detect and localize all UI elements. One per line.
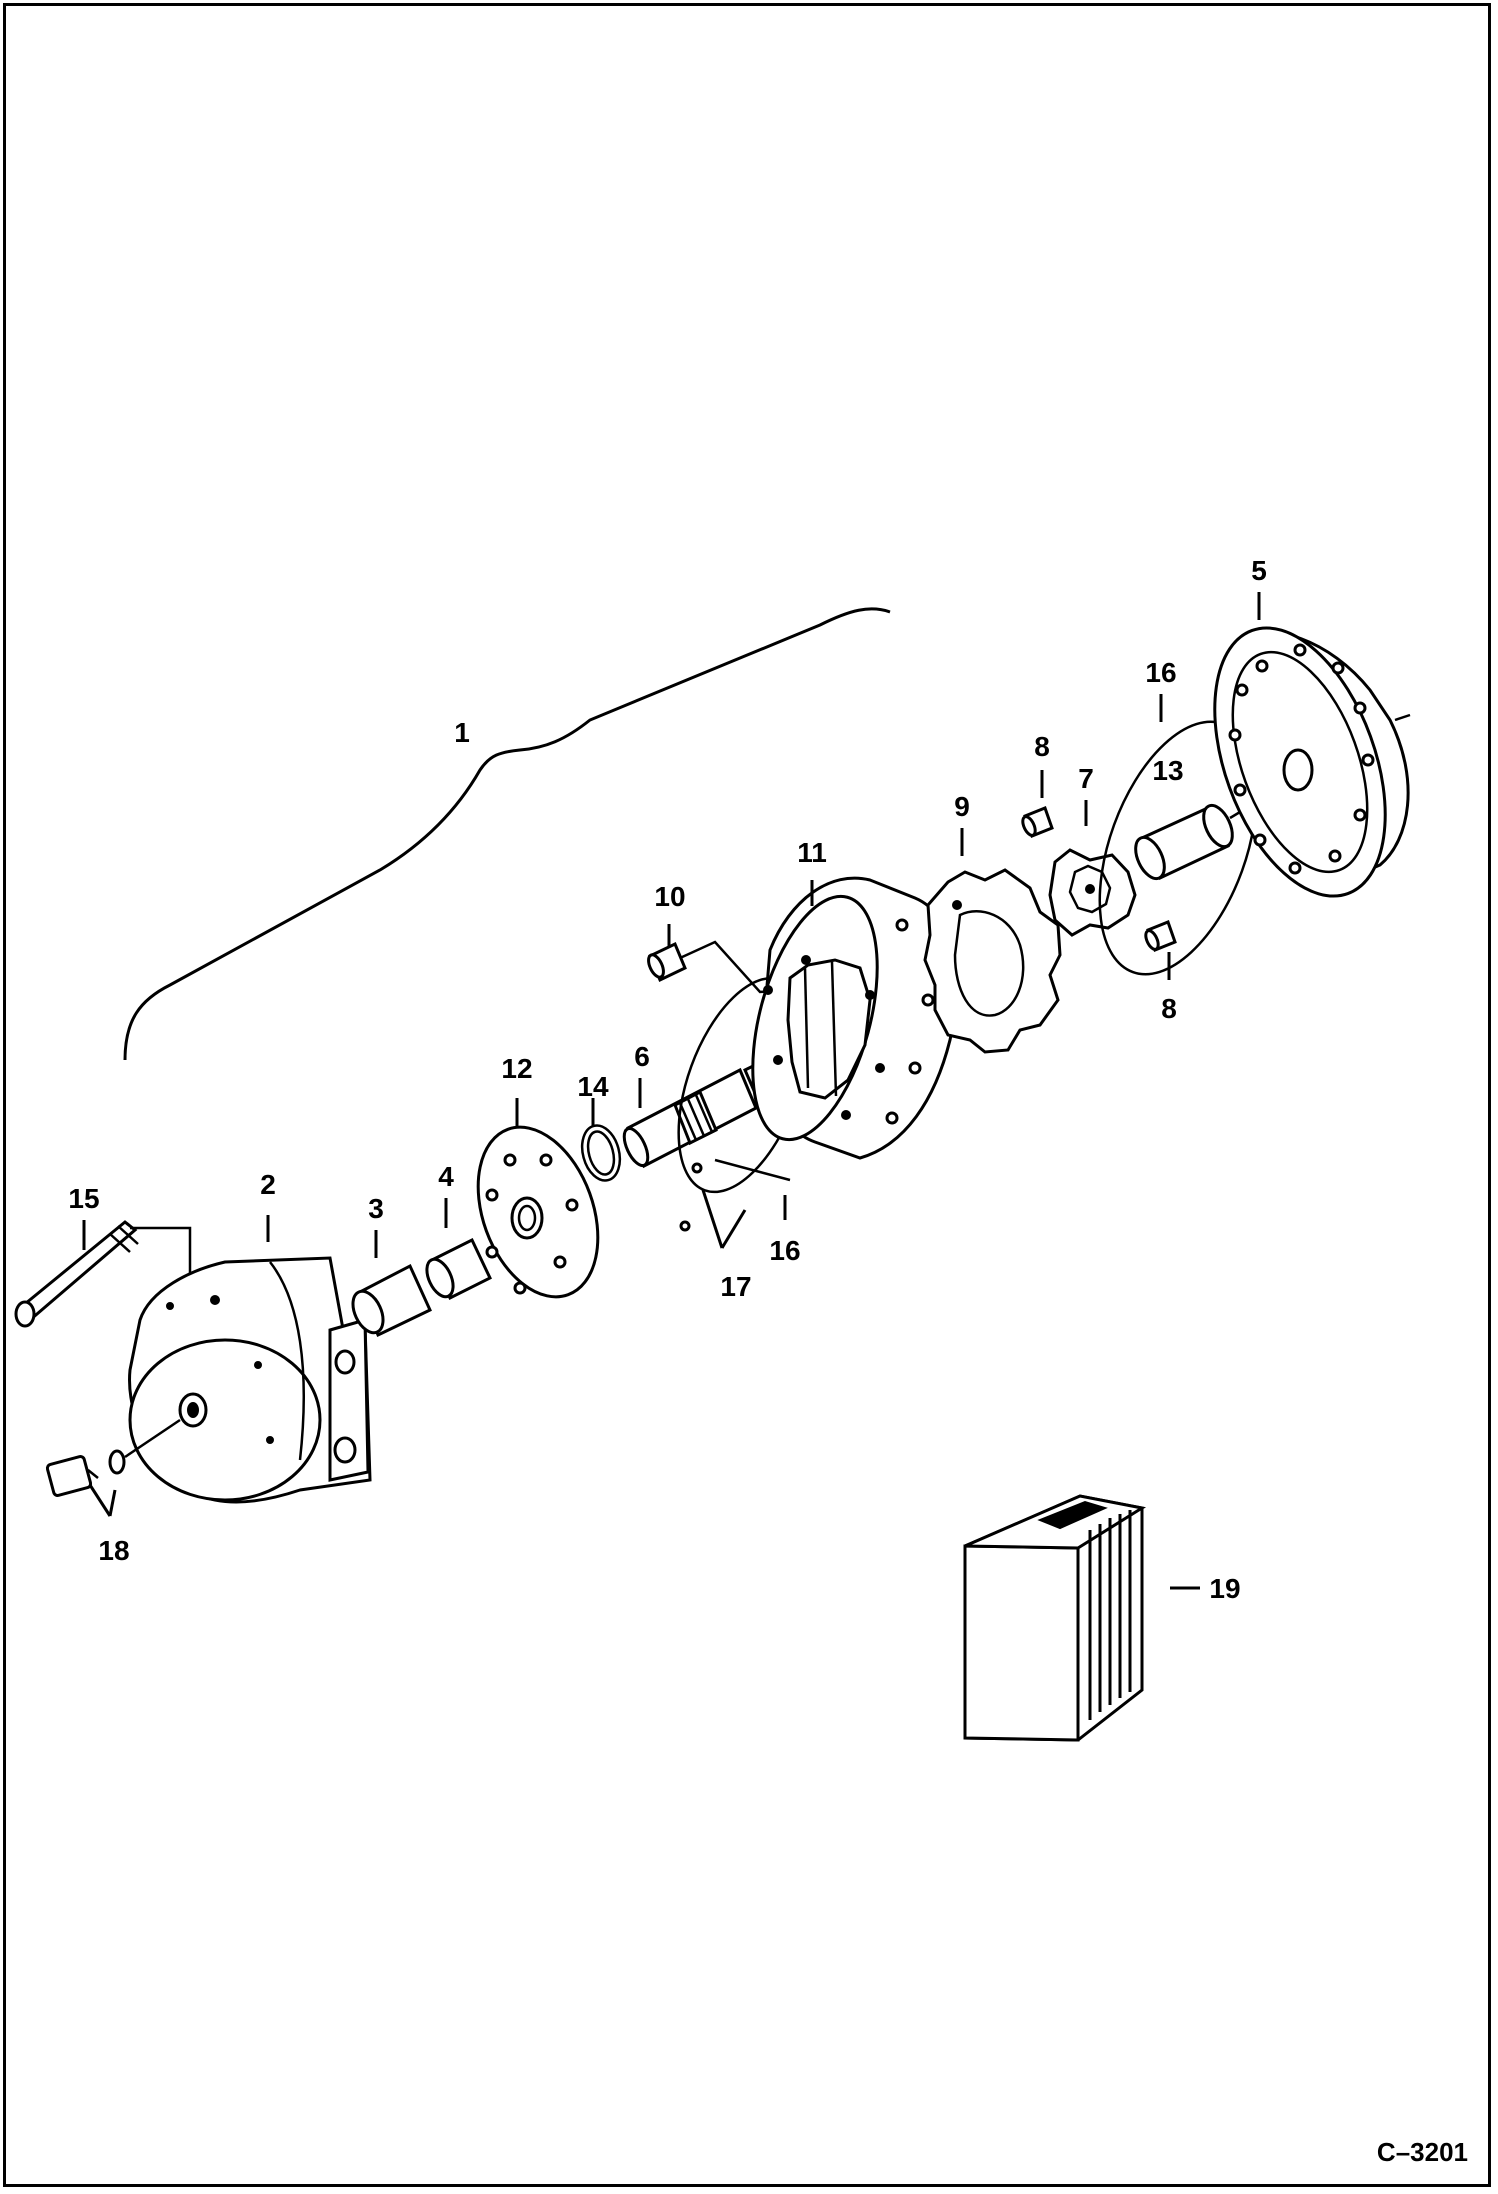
- callout-12: 12: [501, 1053, 532, 1084]
- gerotor-star: [923, 868, 1062, 1054]
- callout-1: 1: [454, 717, 470, 748]
- pin-8-upper: [1021, 806, 1054, 838]
- callout-5: 5: [1251, 555, 1267, 586]
- callout-16-upper: 16: [1145, 657, 1176, 688]
- leader-lines: [82, 592, 1261, 1590]
- callout-8-lower: 8: [1161, 993, 1177, 1024]
- plug-and-oring: [45, 1418, 181, 1517]
- callout-17: 17: [720, 1271, 751, 1302]
- callout-8-upper: 8: [1034, 731, 1050, 762]
- retaining-ring: [580, 1124, 622, 1182]
- callout-11: 11: [797, 837, 827, 868]
- callout-7: 7: [1078, 763, 1094, 794]
- callout-3: 3: [368, 1193, 384, 1224]
- callout-16-lower: 16: [769, 1235, 800, 1266]
- callout-14: 14: [577, 1071, 609, 1102]
- callout-15: 15: [68, 1183, 99, 1214]
- figure-code: C–3201: [1376, 2137, 1468, 2167]
- callout-10: 10: [654, 881, 685, 912]
- callout-9: 9: [954, 791, 970, 822]
- drive-spacer: [1134, 780, 1291, 881]
- wear-plate: [476, 1125, 600, 1299]
- bushing-3: [351, 1263, 432, 1338]
- callout-labels: 1 2 3 4 5 6 7 8 8 9 10 11 12 13 14 15 16…: [68, 555, 1266, 1604]
- callout-2: 2: [260, 1169, 276, 1200]
- bushing-4: [425, 1237, 492, 1301]
- callout-19: 19: [1209, 1573, 1240, 1604]
- end-cap-housing: [128, 1256, 372, 1504]
- rotor: [1048, 848, 1137, 937]
- callout-13: 13: [1152, 755, 1183, 786]
- assembly-bracket: [123, 607, 891, 1061]
- callout-18: 18: [98, 1535, 129, 1566]
- gerotor-housing: [751, 876, 959, 1160]
- end-flange: [1213, 626, 1411, 898]
- callout-6: 6: [634, 1041, 650, 1072]
- pin-8-lower: [1144, 920, 1177, 952]
- callout-4: 4: [438, 1161, 454, 1192]
- check-balls: [679, 1158, 791, 1249]
- seal-kit-box: [963, 1494, 1147, 1742]
